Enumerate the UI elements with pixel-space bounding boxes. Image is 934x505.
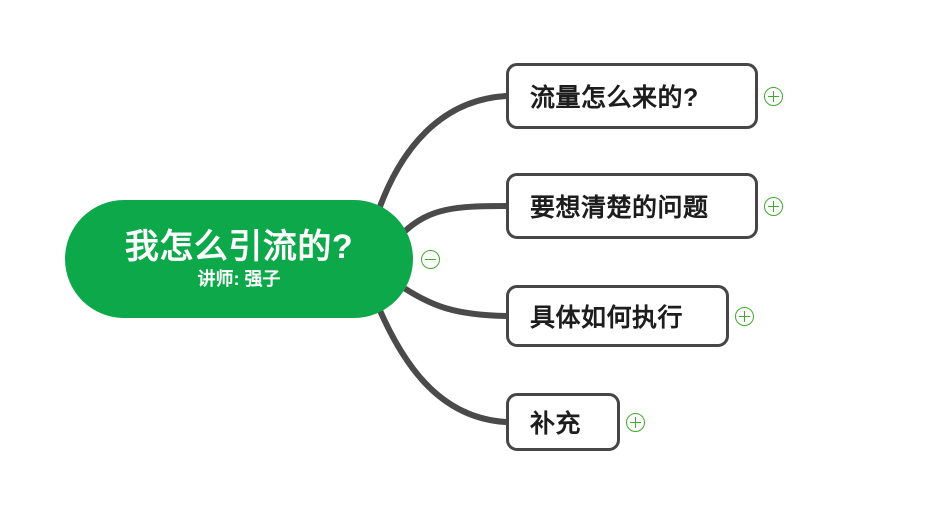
connector-to-child-3 xyxy=(401,285,509,319)
root-subtitle: 讲师: 强子 xyxy=(197,268,281,289)
child-node-3-label: 具体如何执行 xyxy=(530,304,684,332)
child-node-2-label: 要想清楚的问题 xyxy=(530,194,709,222)
plus-circle-icon-1[interactable] xyxy=(764,87,783,106)
child-node-4[interactable]: 补充 xyxy=(506,393,620,451)
child-node-2[interactable]: 要想清楚的问题 xyxy=(506,173,758,239)
child-node-4-label: 补充 xyxy=(530,410,582,438)
minus-circle-icon[interactable] xyxy=(421,250,440,269)
plus-circle-icon-2[interactable] xyxy=(764,197,783,216)
plus-circle-icon-4[interactable] xyxy=(626,413,645,432)
connector-to-child-2 xyxy=(401,203,509,235)
child-node-1[interactable]: 流量怎么来的? xyxy=(506,63,758,129)
connector-to-child-4 xyxy=(375,303,509,425)
child-node-3[interactable]: 具体如何执行 xyxy=(506,285,729,347)
root-node[interactable]: 我怎么引流的? 讲师: 强子 xyxy=(65,200,413,318)
plus-circle-icon-3[interactable] xyxy=(735,307,754,326)
connector-to-child-1 xyxy=(375,93,509,215)
child-node-1-label: 流量怎么来的? xyxy=(530,84,699,112)
root-title: 我怎么引流的? xyxy=(124,227,354,266)
